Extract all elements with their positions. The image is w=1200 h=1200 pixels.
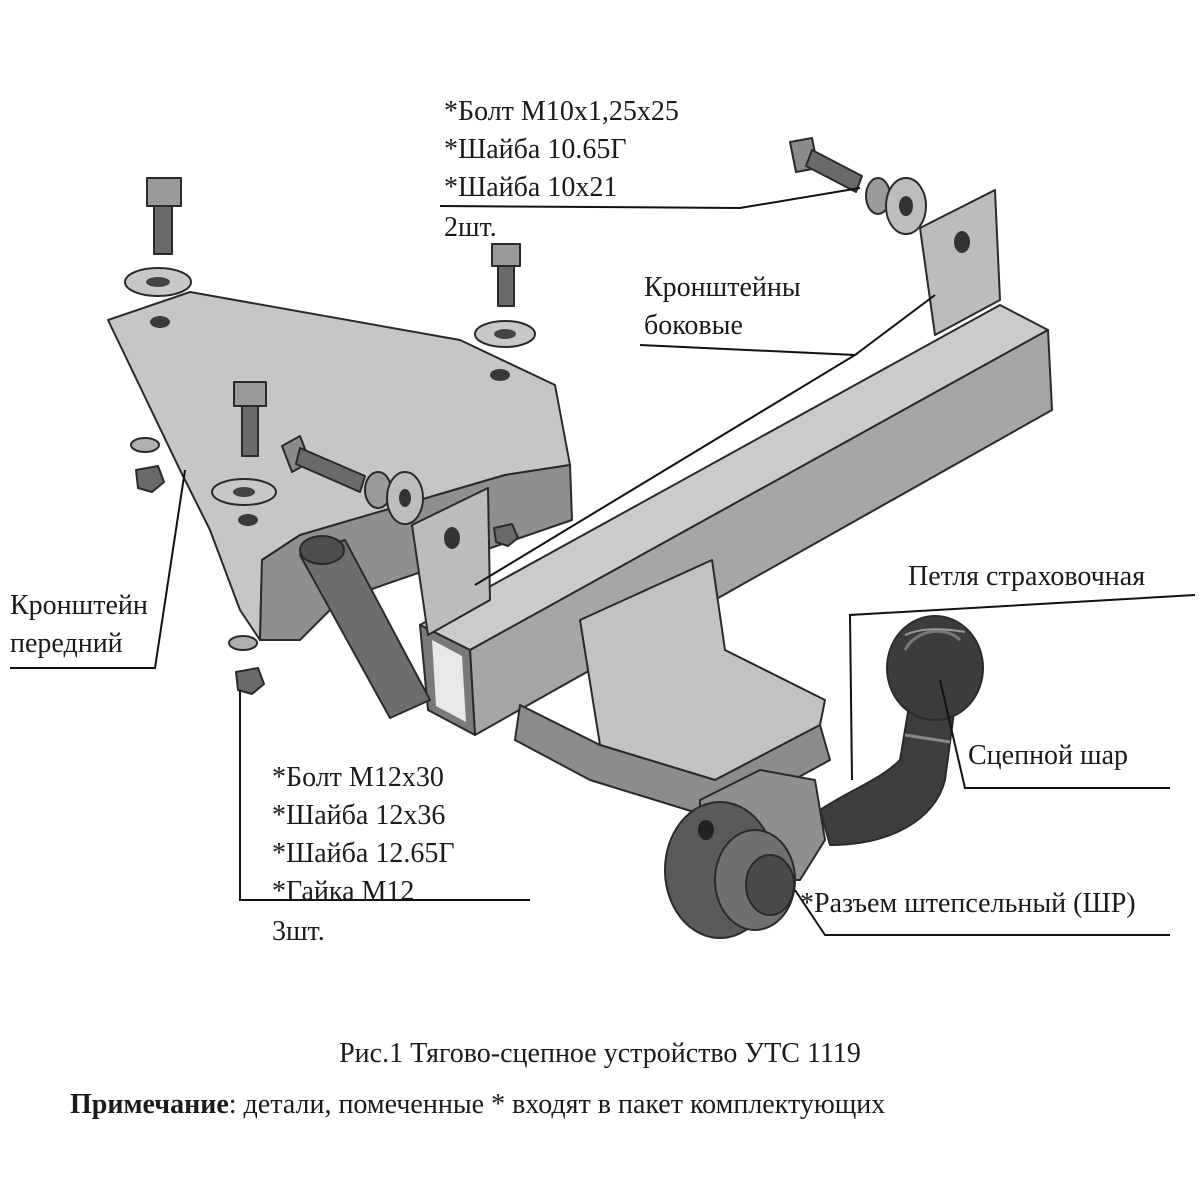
main-beam-end-inner <box>432 640 466 722</box>
label-front-bracket: Кронштейн передний <box>10 590 148 659</box>
label-side-brackets: Кронштейны боковые <box>644 272 801 341</box>
label-line: боковые <box>644 310 743 341</box>
label-line: *Шайба 10.65Г <box>444 134 627 165</box>
bolt-m10-front <box>281 435 424 525</box>
washer-small <box>130 437 160 453</box>
label-safety-loop: Петля страховочная <box>908 561 1145 592</box>
washer-small <box>228 635 258 651</box>
washer-hole <box>233 487 255 497</box>
label-top-bolt-kit: *Болт М10х1,25х25 *Шайба 10.65Г *Шайба 1… <box>444 96 679 243</box>
label-line: *Болт М10х1,25х25 <box>444 96 679 127</box>
bolt-m12-left <box>146 177 182 255</box>
ball-collar <box>904 733 951 744</box>
washer-hole <box>146 277 170 287</box>
leader-socket <box>794 889 1170 936</box>
nut-left <box>135 465 165 493</box>
label-socket: *Разъем штепсельный (ШР) <box>800 888 1136 919</box>
label-bottom-bolt-kit: *Болт М12х30 *Шайба 12х36 *Шайба 12.65Г … <box>272 762 455 947</box>
bolt-m12-right <box>491 243 521 307</box>
label-line: *Болт М12х30 <box>272 762 444 793</box>
cross-tube-end <box>299 535 345 565</box>
leader-safety-loop <box>848 594 1196 781</box>
nut-bottom <box>235 667 265 695</box>
assembly-drawing <box>107 137 1053 939</box>
label-line: 2шт. <box>444 212 497 243</box>
nut-middle <box>493 523 519 547</box>
front-bracket-hole <box>238 514 258 526</box>
label-line: Кронштейн <box>10 590 148 621</box>
bracket-hole <box>444 527 460 549</box>
side-bracket-left <box>411 487 491 636</box>
bracket-hole <box>954 231 970 253</box>
bolt-m12-center <box>233 381 267 457</box>
label-line: передний <box>10 628 123 659</box>
note-rest: : детали, помеченные * входят в пакет ко… <box>229 1089 886 1120</box>
leader-bottom-bolt <box>239 690 530 901</box>
figure-note: Примечание: детали, помеченные * входят … <box>70 1089 885 1120</box>
hitch-ball-highlight <box>903 629 962 651</box>
label-line: *Шайба 10х21 <box>444 172 617 203</box>
label-line: 3шт. <box>272 916 325 947</box>
label-line: *Гайка М12 <box>272 876 414 907</box>
electrical-socket <box>664 801 796 939</box>
leader-front-bracket <box>10 469 186 669</box>
washer-hole <box>494 329 516 339</box>
leader-side-brackets-2 <box>854 294 936 356</box>
leader-hitch-ball <box>939 679 1170 789</box>
label-line: Кронштейны <box>644 272 801 303</box>
figure-caption: Рис.1 Тягово-сцепное устройство УТС 1119 <box>339 1038 861 1069</box>
safety-loop <box>904 628 966 636</box>
label-line: *Шайба 12.65Г <box>272 838 455 869</box>
label-hitch-ball: Сцепной шар <box>968 740 1128 771</box>
leader-top-bolt <box>439 187 861 210</box>
front-bracket-hole <box>150 316 170 328</box>
bolt-m10-top <box>789 137 927 235</box>
label-line: *Шайба 12х36 <box>272 800 445 831</box>
front-bracket-hole <box>490 369 510 381</box>
note-bold: Примечание <box>70 1089 229 1120</box>
hitch-neck <box>819 699 956 846</box>
leader-lines <box>10 187 1196 936</box>
